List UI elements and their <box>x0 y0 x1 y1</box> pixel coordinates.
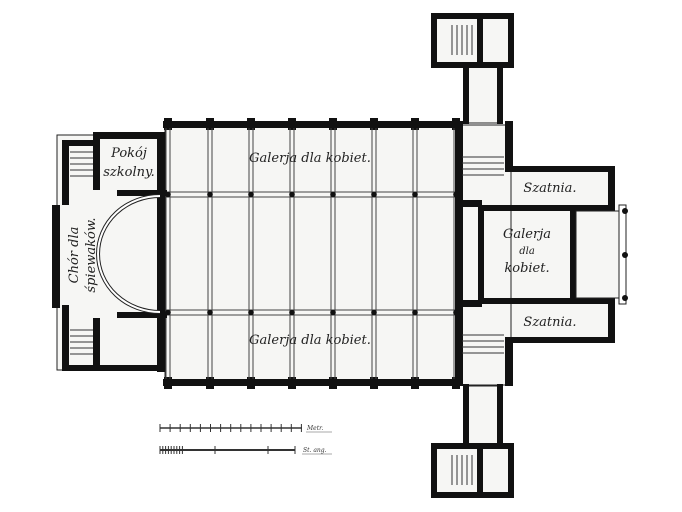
north-wall <box>163 121 463 128</box>
column <box>289 191 295 198</box>
pier <box>247 118 255 130</box>
scale-label-metric: Metr. <box>306 425 323 432</box>
pier <box>411 377 419 389</box>
column <box>371 309 377 316</box>
column <box>207 309 213 316</box>
column <box>330 309 336 316</box>
pier <box>247 377 255 389</box>
stair-southeast <box>462 334 504 354</box>
column <box>248 309 254 316</box>
column <box>207 191 213 198</box>
stair-southwest <box>70 329 93 355</box>
portico <box>575 210 622 299</box>
label-gallery-bottom: Galerja dla kobiet. <box>249 333 371 348</box>
column <box>371 191 377 198</box>
pier <box>329 377 337 389</box>
label-choir-2: śpiewaków. <box>84 217 99 292</box>
scale-bar-imperial: St. ang. <box>159 446 332 455</box>
label-cloakroom-top: Szatnia. <box>523 181 576 196</box>
pier <box>206 377 214 389</box>
pier <box>370 377 378 389</box>
pier <box>329 118 337 130</box>
label-school-room-1: Pokój <box>110 146 147 161</box>
label-choir-1: Chór dla <box>67 227 82 284</box>
stair-north-tower <box>451 25 473 55</box>
column <box>248 191 254 198</box>
pier <box>370 118 378 130</box>
main-hall <box>164 124 462 384</box>
stair-northeast <box>462 156 504 176</box>
pier <box>206 118 214 130</box>
label-school-room-2: szkolny. <box>103 165 155 180</box>
label-gallery-right-1: Galerja <box>503 227 551 242</box>
label-gallery-right-2: dla <box>519 246 535 257</box>
column <box>412 191 418 198</box>
stair-northwest <box>70 151 93 177</box>
label-gallery-right-3: kobiet. <box>504 261 549 276</box>
stair-south-tower <box>451 455 473 485</box>
pier <box>411 118 419 130</box>
pier <box>164 377 172 389</box>
column <box>330 191 336 198</box>
pier <box>164 118 172 130</box>
label-gallery-top: Galerja dla kobiet. <box>249 151 371 166</box>
scale-bar-metric: Metr. <box>159 424 332 433</box>
south-wall <box>163 379 463 386</box>
column <box>289 309 295 316</box>
pier <box>288 118 296 130</box>
scale-label-imperial: St. ang. <box>303 447 327 454</box>
pier <box>288 377 296 389</box>
column <box>412 309 418 316</box>
label-cloakroom-bottom: Szatnia. <box>523 315 576 330</box>
